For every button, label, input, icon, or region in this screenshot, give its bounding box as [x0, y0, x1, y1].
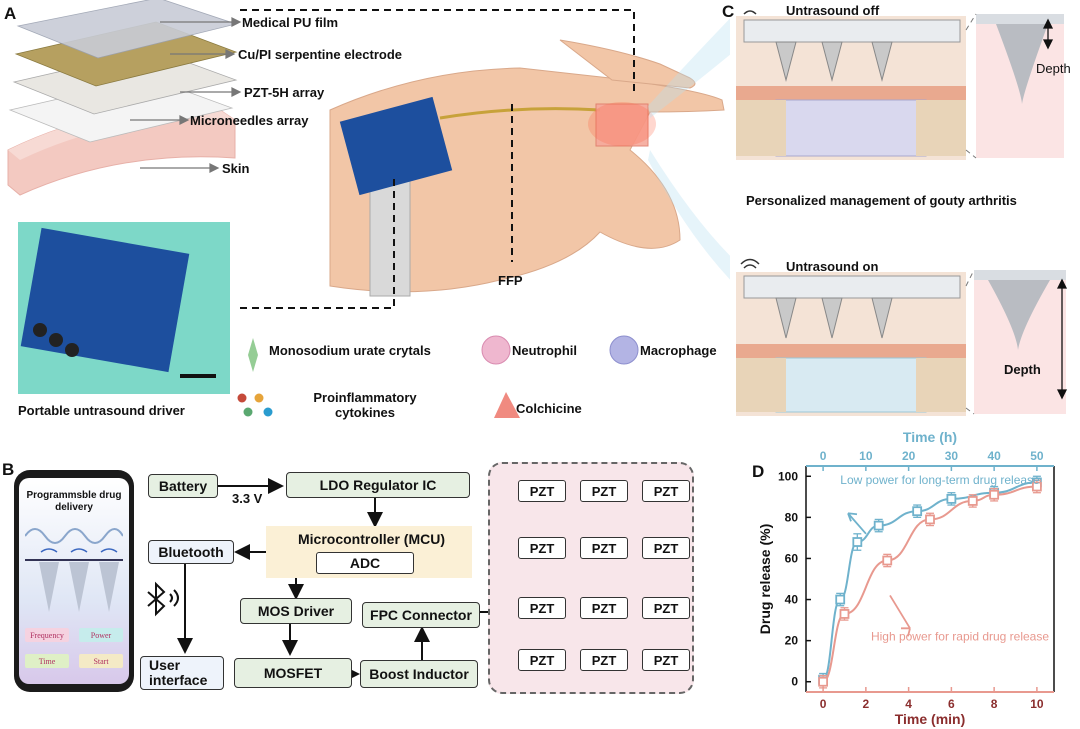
- legend-neutrophil: Neutrophil: [512, 343, 577, 358]
- x-top-tick-label: 0: [820, 449, 827, 463]
- mcu-label: Microcontroller (MCU): [298, 531, 445, 547]
- x-bottom-tick-label: 8: [991, 697, 998, 711]
- data-point: [852, 537, 863, 547]
- x-top-tick-label: 50: [1030, 449, 1044, 463]
- panel-letter-d: D: [752, 462, 765, 481]
- pzt-cell: PZT: [580, 649, 628, 671]
- battery-box: Battery: [148, 474, 218, 498]
- phone-screen: Programmsble drug delivery Frequency Pow…: [19, 478, 129, 684]
- x-bottom-tick-label: 2: [863, 697, 870, 711]
- data-point: [835, 594, 846, 605]
- data-point: [818, 676, 829, 687]
- ultrasound-off-label: Untrasound off: [786, 3, 880, 18]
- data-point: [925, 514, 935, 525]
- annotation-arrow-low: [847, 512, 867, 535]
- x-bottom-tick-label: 6: [948, 697, 955, 711]
- adc-box: ADC: [316, 552, 414, 574]
- pzt-cell: PZT: [580, 597, 628, 619]
- ultrasound-on-label: Untrasound on: [786, 259, 879, 274]
- mos-driver-box: MOS Driver: [240, 598, 352, 624]
- pzt-cell: PZT: [518, 537, 566, 559]
- annotation-arrow-high: [889, 594, 911, 637]
- legend-colchicine: Colchicine: [516, 401, 582, 416]
- phone-time-button[interactable]: Time: [25, 654, 69, 668]
- data-point: [967, 496, 978, 506]
- ldo-regulator-box: LDO Regulator IC: [286, 472, 470, 498]
- y-tick-label: 20: [785, 634, 799, 648]
- layer-label-pu-film: Medical PU film: [242, 15, 339, 30]
- y-tick-label: 100: [778, 469, 798, 483]
- pzt-cell: PZT: [580, 480, 628, 502]
- depth-label-large: Depth: [1004, 362, 1041, 377]
- fpc-connector-box: FPC Connector: [362, 602, 480, 628]
- data-point: [873, 520, 884, 531]
- panel-c-illustration: [736, 10, 1068, 416]
- x-top-tick-label: 30: [945, 449, 959, 463]
- pzt-cell: PZT: [642, 480, 690, 502]
- x-bottom-tick-label: 4: [905, 697, 912, 711]
- layer-label-pzt: PZT-5H array: [244, 85, 325, 100]
- y-tick-label: 80: [785, 510, 799, 524]
- pzt-cell: PZT: [642, 597, 690, 619]
- phone-frequency-button[interactable]: Frequency: [25, 628, 69, 642]
- x-top-tick-label: 10: [859, 449, 873, 463]
- data-point: [946, 493, 957, 504]
- ffp-label: FFP: [498, 273, 523, 288]
- phone-start-button[interactable]: Start: [79, 654, 123, 668]
- panel-c-title: Personalized management of gouty arthrit…: [746, 193, 1017, 208]
- phone-waveform: [25, 528, 123, 612]
- legend-cytokines: Proinflammatory cytokines: [313, 390, 417, 420]
- pzt-cell: PZT: [580, 537, 628, 559]
- panel-letter-b: B: [2, 460, 15, 479]
- pzt-cell: PZT: [518, 649, 566, 671]
- voltage-label: 3.3 V: [232, 491, 263, 506]
- x-top-tick-label: 20: [902, 449, 916, 463]
- series-annotation-low-power: Low power for long-term drug release: [840, 473, 1040, 487]
- panel-letter-c: C: [722, 2, 735, 21]
- x-top-axis-label: Time (h): [903, 429, 957, 445]
- pzt-cell: PZT: [518, 480, 566, 502]
- data-point: [912, 506, 923, 517]
- x-bottom-tick-label: 0: [820, 697, 827, 711]
- y-tick-label: 60: [785, 551, 799, 565]
- data-point: [989, 489, 1000, 500]
- x-bottom-axis-label: Time (min): [895, 711, 966, 727]
- mosfet-box: MOSFET: [234, 658, 352, 688]
- series-annotation-high-power: High power for rapid drug release: [871, 630, 1049, 644]
- panel-letter-a: A: [4, 4, 17, 23]
- y-tick-label: 0: [791, 675, 798, 689]
- pzt-cell: PZT: [642, 537, 690, 559]
- data-point: [839, 609, 850, 619]
- layer-label-electrode: Cu/PI serpentine electrode: [238, 47, 402, 62]
- data-point: [1031, 481, 1042, 492]
- x-bottom-tick-label: 10: [1030, 697, 1044, 711]
- x-top-tick-label: 40: [987, 449, 1001, 463]
- depth-label-small: Depth: [1036, 61, 1071, 76]
- pzt-cell: PZT: [642, 649, 690, 671]
- layer-label-skin: Skin: [222, 161, 250, 176]
- user-interface-box: User interface: [140, 656, 224, 690]
- bluetooth-box: Bluetooth: [148, 540, 234, 564]
- phone-frame: Programmsble drug delivery Frequency Pow…: [14, 470, 134, 692]
- patch-glow: [595, 103, 649, 147]
- layer-label-microneedles: Microneedles array: [190, 113, 309, 128]
- wrist-board: [339, 96, 453, 196]
- boost-inductor-box: Boost Inductor: [360, 660, 478, 688]
- panel-a-illustration: [7, 0, 730, 418]
- series-line-0: [822, 481, 1037, 681]
- legend-macrophage: Macrophage: [640, 343, 717, 358]
- pzt-cell: PZT: [518, 597, 566, 619]
- y-axis-label: Drug release (%): [757, 524, 773, 634]
- data-point: [882, 555, 893, 566]
- y-tick-label: 40: [785, 593, 799, 607]
- legend-msu: Monosodium urate crytals: [269, 343, 431, 358]
- mcu-box: Microcontroller (MCU) ADC: [266, 526, 472, 578]
- phone-power-button[interactable]: Power: [79, 628, 123, 642]
- phone-title: Programmsble drug delivery: [26, 490, 122, 513]
- driver-caption: Portable untrasound driver: [18, 403, 185, 418]
